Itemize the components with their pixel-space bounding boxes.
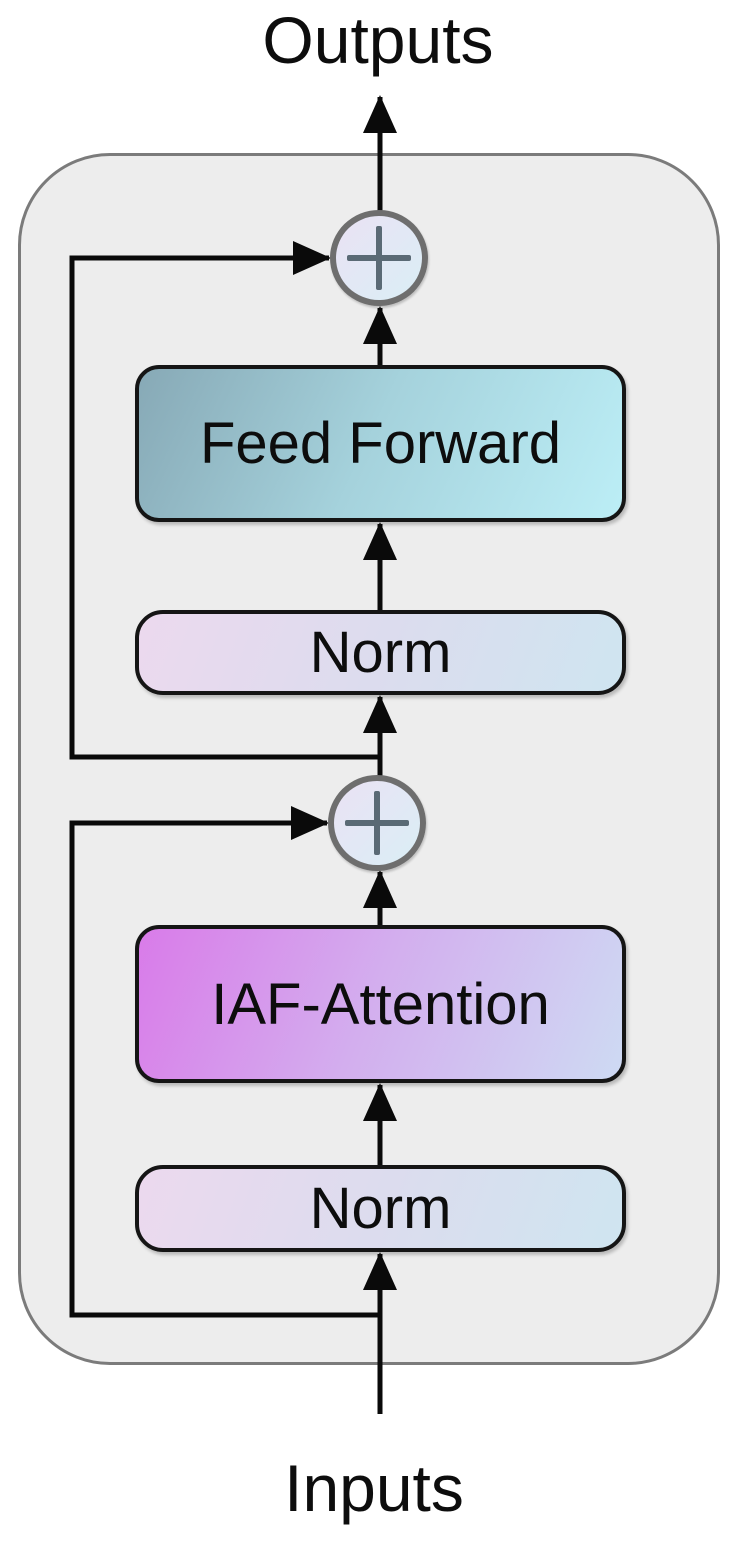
norm-lower-box: Norm [135,1165,626,1252]
add-node-lower [328,775,426,871]
plus-icon [376,226,382,290]
feed-forward-box: Feed Forward [135,365,626,522]
skip-connection-lower [69,806,380,1318]
add-node-upper [330,210,428,306]
iaf-attention-box: IAF-Attention [135,925,626,1083]
norm-upper-box: Norm [135,610,626,695]
plus-icon [374,791,380,855]
skip-connection-upper [69,241,380,760]
inputs-label: Inputs [284,1451,464,1525]
outputs-label: Outputs [262,3,494,77]
